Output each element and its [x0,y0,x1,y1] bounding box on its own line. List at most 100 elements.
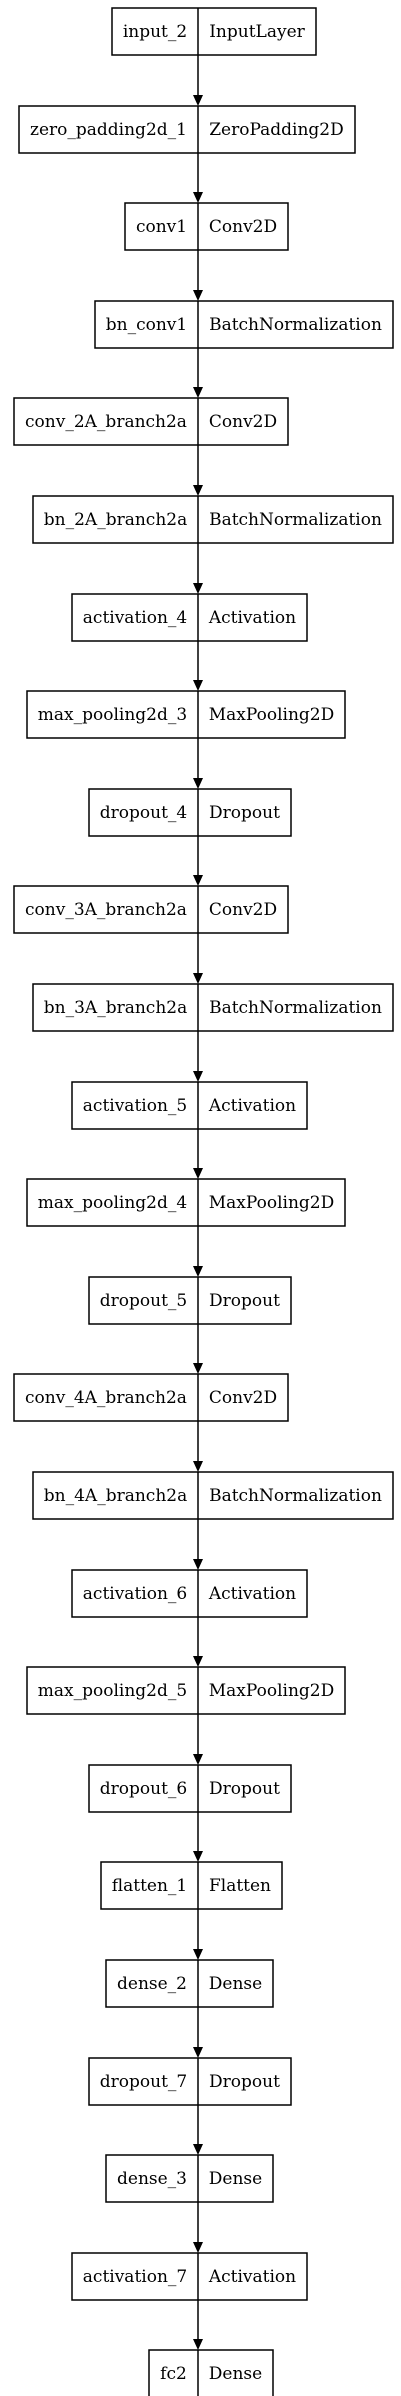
arrow-head-icon [193,973,203,984]
layer-node-box [148,2349,274,2396]
layer-class: Conv2D [209,412,277,432]
layer-class: Dropout [209,1291,280,1311]
layer-name: dropout_7 [100,2072,187,2092]
edges-layer [193,55,203,2350]
arrow-head-icon [193,1461,203,1472]
layer-node: conv_2A_branch2a Conv2D [13,397,289,446]
arrow-head-icon [193,192,203,203]
arrow-head-icon [193,2047,203,2058]
layer-name: bn_3A_branch2a [44,998,187,1018]
layer-name: conv_2A_branch2a [25,412,187,432]
nodes-layer: input_2 InputLayer zero_padding2d_1 ZeroPad… [13,7,394,2396]
layer-class: Activation [208,1096,296,1116]
layer-node-box [88,1276,292,1325]
layer-name: flatten_1 [112,1876,187,1896]
layer-node: max_pooling2d_5 MaxPooling2D [26,1666,346,1715]
arrow-head-icon [193,2144,203,2155]
layer-class: MaxPooling2D [209,1681,335,1701]
layer-node-box [88,788,292,837]
layer-name: activation_7 [83,2267,187,2287]
arrow-head-icon [193,583,203,594]
arrow-head-icon [193,1754,203,1765]
layer-node: bn_conv1 BatchNormalization [94,300,394,349]
layer-class: BatchNormalization [209,315,382,335]
layer-node-box [32,983,394,1032]
layer-node-box [71,1569,308,1618]
layer-name: dense_2 [117,1974,187,1994]
layer-node-box [32,495,394,544]
layer-name: conv_3A_branch2a [25,900,187,920]
layer-class: BatchNormalization [209,1486,382,1506]
layer-class: MaxPooling2D [209,1193,335,1213]
layer-class: BatchNormalization [209,510,382,530]
layer-node-box [32,1471,394,1520]
layer-node-box [71,593,308,642]
layer-class: ZeroPadding2D [209,120,344,140]
layer-node: zero_padding2d_1 ZeroPadding2D [18,105,356,154]
layer-class: Activation [208,1584,296,1604]
layer-class: Conv2D [209,217,277,237]
layer-class: Dense [209,2169,262,2189]
layer-name: dropout_4 [100,803,187,823]
layer-node-box [26,690,346,739]
layer-node: dense_3 Dense [105,2154,274,2203]
layer-node: dropout_7 Dropout [88,2057,292,2106]
layer-class: Dropout [209,803,280,823]
arrow-head-icon [193,1071,203,1082]
layer-name: max_pooling2d_5 [38,1681,187,1701]
layer-node: input_2 InputLayer [111,7,317,56]
layer-name: input_2 [123,22,187,42]
layer-name: max_pooling2d_4 [38,1193,187,1213]
arrow-head-icon [193,680,203,691]
layer-node-box [111,7,317,56]
layer-node: bn_3A_branch2a BatchNormalization [32,983,394,1032]
layer-node: activation_6 Activation [71,1569,308,1618]
layer-node-box [88,1764,292,1813]
layer-name: activation_6 [83,1584,187,1604]
layer-node-box [26,1666,346,1715]
arrow-head-icon [193,1949,203,1960]
layer-node-box [105,2154,274,2203]
layer-name: fc2 [160,2364,187,2384]
layer-node-box [71,1081,308,1130]
layer-node-box [13,1373,289,1422]
layer-class: Dense [209,1974,262,1994]
layer-class: Dropout [209,2072,280,2092]
layer-node-box [100,1861,283,1910]
layer-node: dropout_4 Dropout [88,788,292,837]
arrow-head-icon [193,1363,203,1374]
arrow-head-icon [193,1656,203,1667]
arrow-head-icon [193,387,203,398]
layer-node-box [13,885,289,934]
layer-node: max_pooling2d_4 MaxPooling2D [26,1178,346,1227]
layer-node-box [94,300,394,349]
arrow-head-icon [193,485,203,496]
arrow-head-icon [193,875,203,886]
arrow-head-icon [193,778,203,789]
layer-name: dense_3 [117,2169,187,2189]
arrow-head-icon [193,1851,203,1862]
arrow-head-icon [193,95,203,106]
layer-name: bn_conv1 [106,315,187,335]
layer-node-box [124,202,289,251]
layer-name: dropout_6 [100,1779,187,1799]
layer-class: Conv2D [209,1388,277,1408]
layer-node-box [13,397,289,446]
layer-name: zero_padding2d_1 [30,120,187,140]
layer-class: InputLayer [209,22,305,42]
arrow-head-icon [193,2339,203,2350]
layer-node: dense_2 Dense [105,1959,274,2008]
layer-class: BatchNormalization [209,998,382,1018]
layer-class: Activation [208,608,296,628]
layer-class: Dense [209,2364,262,2384]
layer-class: MaxPooling2D [209,705,335,725]
